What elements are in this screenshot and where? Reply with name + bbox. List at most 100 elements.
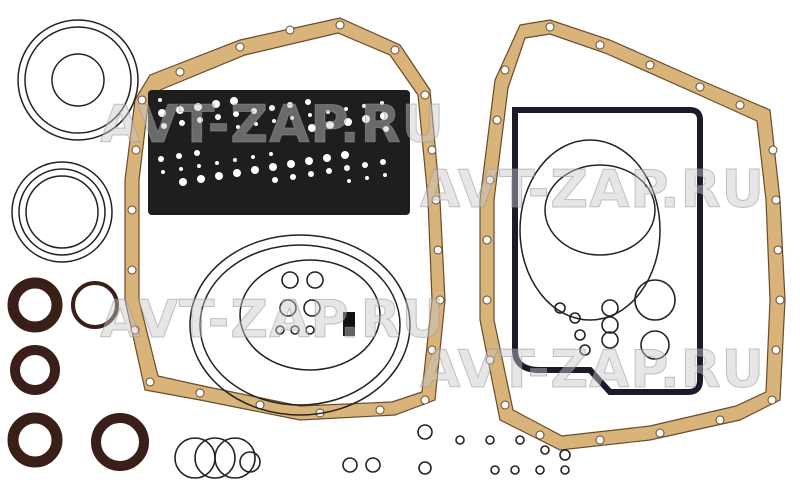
bolt-hole — [645, 60, 655, 70]
plate-hole — [176, 153, 182, 159]
plate-hole — [179, 120, 185, 126]
plate-hole — [197, 117, 203, 123]
plate-hole — [344, 118, 352, 126]
small-o-ring — [306, 271, 324, 289]
bolt-hole — [130, 325, 140, 335]
oil-seal — [7, 412, 63, 468]
small-o-ring — [290, 325, 300, 335]
plate-hole — [326, 121, 334, 129]
plate-hole — [251, 155, 255, 159]
plate-hole — [233, 169, 241, 177]
small-o-ring — [417, 424, 433, 440]
plate-hole — [194, 103, 202, 111]
plate-hole — [269, 163, 277, 171]
plate-hole — [287, 102, 293, 108]
small-o-ring — [601, 299, 619, 317]
small-o-ring — [305, 325, 315, 335]
plate-hole — [215, 172, 223, 180]
plate-hole — [251, 166, 259, 174]
small-o-ring — [554, 302, 566, 314]
small-o-ring — [303, 299, 321, 317]
plate-hole — [179, 178, 187, 186]
bolt-hole — [485, 355, 495, 365]
small-o-ring — [279, 299, 297, 317]
gasket-bolt-holes — [127, 20, 785, 445]
bolt-hole — [735, 100, 745, 110]
plate-hole — [380, 112, 388, 120]
watermark: AVT-ZAP.RU — [420, 340, 765, 401]
bolt-hole — [500, 65, 510, 75]
plate-hole — [161, 170, 165, 174]
bolt-hole — [431, 195, 441, 205]
plate-hole — [362, 115, 370, 123]
small-o-ring — [365, 457, 381, 473]
plate-hole — [233, 158, 237, 162]
bolt-hole — [137, 95, 147, 105]
left-case-gasket — [124, 17, 446, 421]
plate-hole — [269, 105, 275, 111]
bolt-hole — [773, 245, 783, 255]
plate-hole — [344, 107, 348, 111]
plate-hole — [365, 176, 369, 180]
plate-hole — [308, 124, 316, 132]
bolt-hole — [715, 415, 725, 425]
bolt-hole — [235, 42, 245, 52]
bolt-hole — [771, 195, 781, 205]
bolt-hole — [492, 115, 502, 125]
plate-hole — [326, 168, 332, 174]
small-o-ring — [569, 312, 581, 324]
bolt-hole — [420, 90, 430, 100]
plate-hole — [326, 110, 330, 114]
small-o-ring — [275, 325, 285, 335]
bolt-hole — [595, 435, 605, 445]
filter-ring — [519, 139, 661, 321]
small-o-ring — [640, 330, 670, 360]
bolt-hole — [695, 82, 705, 92]
small-o-ring — [601, 331, 619, 349]
bolt-hole — [775, 295, 785, 305]
bolt-hole — [390, 45, 400, 55]
bolt-hole — [335, 20, 345, 30]
bolt-hole — [427, 345, 437, 355]
plate-hole — [158, 98, 162, 102]
plate-hole — [344, 165, 350, 171]
bolt-hole — [655, 428, 665, 438]
plate-hole — [197, 175, 205, 183]
right-case-gasket — [479, 19, 786, 451]
plate-hole — [230, 97, 238, 105]
bolt-hole — [195, 388, 205, 398]
bolt-hole — [175, 67, 185, 77]
small-o-ring — [490, 465, 500, 475]
plate-hole — [383, 173, 387, 177]
bolt-hole — [768, 145, 778, 155]
plate-hole — [380, 101, 384, 105]
plate-hole — [158, 109, 166, 117]
bolt-hole — [595, 40, 605, 50]
small-o-ring — [281, 271, 299, 289]
plate-hole — [161, 123, 167, 129]
bolt-hole — [127, 265, 137, 275]
bolt-hole — [767, 395, 777, 405]
small-o-ring — [239, 451, 261, 473]
plate-hole — [308, 113, 312, 117]
small-o-ring — [559, 449, 571, 461]
plate-hole — [215, 114, 221, 120]
plate-hole — [236, 125, 240, 129]
watermark: AVT-ZAP.RU — [420, 160, 765, 221]
watermark: AVT-ZAP.RU — [100, 95, 445, 156]
bolt-hole — [420, 395, 430, 405]
bolt-hole — [545, 22, 555, 32]
small-o-ring — [510, 465, 520, 475]
small-o-ring — [634, 279, 676, 321]
plate-hole — [341, 151, 349, 159]
small-o-ring — [214, 437, 256, 479]
small-o-ring — [342, 457, 358, 473]
small-o-ring — [485, 435, 495, 445]
bolt-hole — [131, 145, 141, 155]
plate-hole — [287, 160, 295, 168]
small-o-ring — [601, 316, 619, 334]
oil-seal — [91, 413, 149, 471]
plate-hole — [362, 104, 366, 108]
